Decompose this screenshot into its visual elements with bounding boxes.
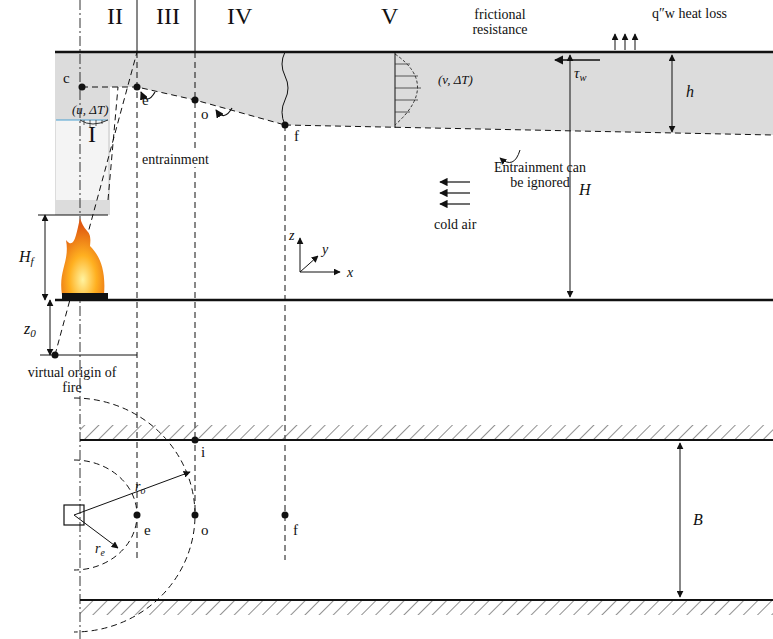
profile-line bbox=[56, 120, 108, 121]
region-number: IV bbox=[227, 3, 252, 29]
symbol-label: (u, ΔT) bbox=[72, 103, 109, 117]
symbol-label: ro bbox=[135, 479, 145, 497]
wall-hatch bbox=[80, 600, 773, 615]
wall-hatch bbox=[80, 425, 773, 440]
point-label: o bbox=[201, 522, 209, 539]
smoke-layer bbox=[55, 52, 773, 215]
burner bbox=[62, 293, 108, 299]
axis-label: x bbox=[347, 265, 353, 280]
profile-axis bbox=[395, 52, 396, 128]
interface-line bbox=[82, 87, 285, 125]
note-text: entrainment bbox=[140, 152, 211, 167]
region-number: V bbox=[381, 3, 398, 29]
wall bbox=[80, 439, 773, 441]
point-label: c bbox=[63, 70, 70, 87]
region-number: II bbox=[107, 3, 123, 29]
symbol-label: τw bbox=[574, 65, 586, 84]
note-text: virtual origin of fire bbox=[22, 365, 122, 396]
point-label: i bbox=[201, 444, 205, 461]
region-number: I bbox=[88, 121, 96, 147]
dimension-label: Hf bbox=[19, 248, 34, 268]
point-label: e bbox=[142, 92, 149, 109]
floor bbox=[55, 299, 773, 302]
dimension-label: B bbox=[691, 511, 705, 529]
heat-loss-arrows bbox=[615, 34, 635, 50]
note-text: cold air bbox=[434, 217, 476, 232]
wavy-boundary bbox=[282, 52, 288, 125]
ceiling bbox=[55, 51, 773, 54]
axis-label: z bbox=[289, 228, 294, 243]
jet-ticks bbox=[395, 64, 421, 112]
fire-dimensions bbox=[38, 215, 137, 355]
point-label: f bbox=[294, 128, 299, 145]
axes bbox=[300, 238, 340, 272]
ro-arrow bbox=[74, 472, 190, 515]
point-label: o bbox=[201, 106, 209, 123]
region-number: III bbox=[156, 3, 180, 29]
plan-arcs bbox=[74, 398, 195, 632]
symbol-label: (v, ΔT) bbox=[438, 73, 473, 87]
cold-air-arrows bbox=[440, 182, 470, 204]
wall bbox=[80, 599, 773, 601]
shear-arrow bbox=[555, 59, 600, 60]
dimension-label: h bbox=[686, 83, 694, 101]
centerline bbox=[80, 0, 81, 639]
point-label: f bbox=[293, 522, 298, 539]
fire bbox=[61, 218, 104, 295]
entrainment-arrows bbox=[141, 92, 232, 116]
axis-label: y bbox=[322, 242, 328, 257]
point-label: e bbox=[144, 522, 151, 539]
jet-profile bbox=[395, 54, 418, 125]
note-text: Entrainment can be ignored bbox=[490, 160, 590, 191]
dimension-label: H bbox=[577, 181, 593, 199]
symbol-label: re bbox=[95, 541, 105, 559]
region-separators bbox=[137, 0, 195, 52]
points bbox=[52, 84, 289, 519]
note-text: frictional resistance bbox=[460, 7, 540, 38]
dimension-label: z0 bbox=[24, 320, 36, 340]
note-text: q″w heat loss bbox=[652, 6, 727, 21]
B-dimension bbox=[680, 443, 681, 597]
region-dashed-lines bbox=[55, 52, 773, 560]
h-dimension bbox=[672, 55, 673, 132]
